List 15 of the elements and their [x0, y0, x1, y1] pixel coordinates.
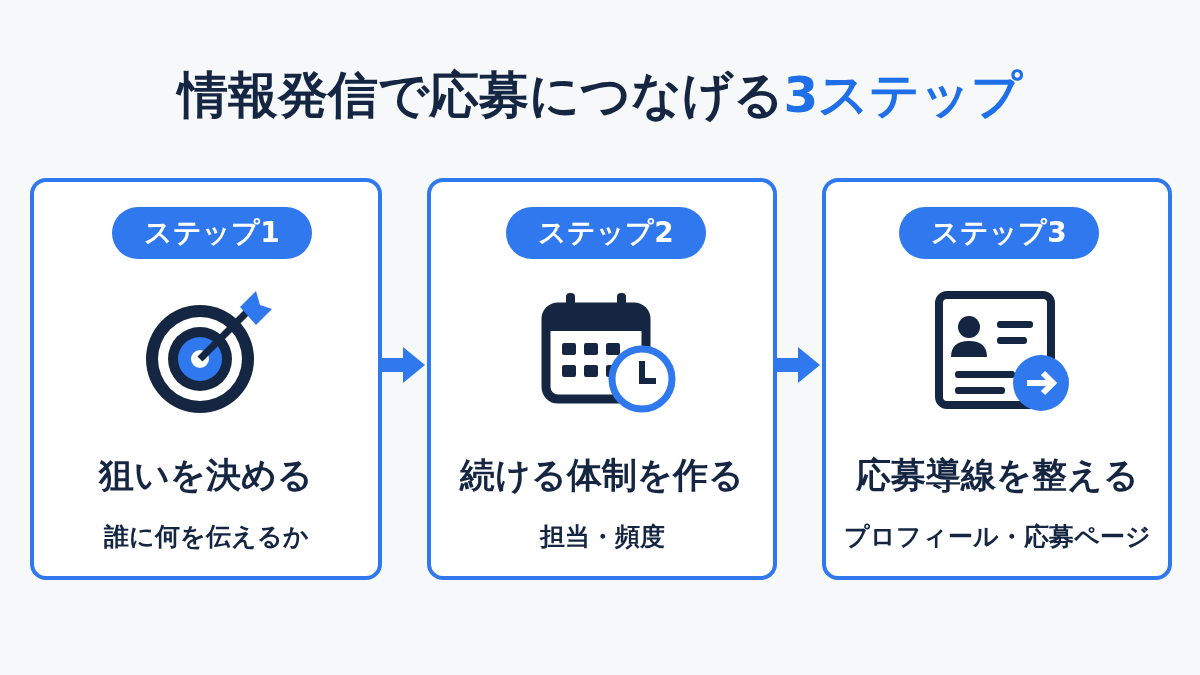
step-description: 担当・頻度: [538, 521, 666, 553]
title: 情報発信で応募につなげる3ステップ: [175, 65, 1024, 126]
step-heading: 応募導線を整える: [854, 454, 1140, 497]
step-description: プロフィール・応募ページ: [842, 521, 1152, 553]
step-badge: ステップ3: [899, 207, 1099, 259]
step-badge: ステップ2: [506, 207, 706, 259]
step-badge: ステップ1: [112, 207, 312, 259]
arrow: [382, 347, 425, 383]
step-card: [30, 178, 382, 580]
step-description: 誰に何を伝えるか: [102, 521, 310, 553]
step-card: [822, 178, 1172, 580]
step-heading: 狙いを決める: [97, 454, 314, 497]
step-heading: 続ける体制を作る: [458, 454, 745, 497]
arrow: [777, 347, 820, 383]
step-card: [427, 178, 777, 580]
